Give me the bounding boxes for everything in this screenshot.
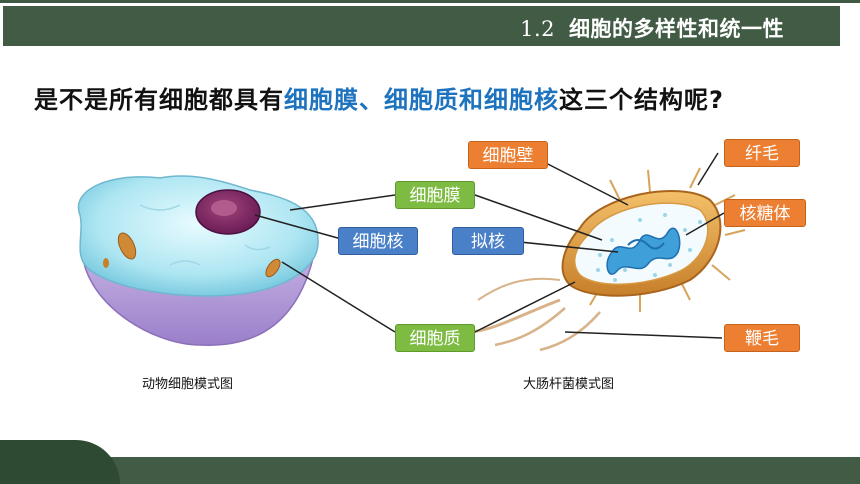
footer-bar [0,457,860,484]
animal-cell-caption: 动物细胞模式图 [142,377,234,392]
question-highlight: 细胞膜、细胞质和细胞核 [284,85,559,114]
label-ribosome: 核糖体 [724,199,806,227]
label-pili: 纤毛 [724,139,800,167]
connector-lines [254,152,725,339]
label-flagellum: 鞭毛 [724,324,800,352]
animal-cell-illustration [77,175,319,346]
footer-tab [0,440,120,484]
ecoli-caption: 大肠杆菌模式图 [523,377,615,392]
question-mark: ? [709,86,724,114]
label-cell-nucleus: 细胞核 [338,227,418,255]
label-cytoplasm: 细胞质 [395,324,475,352]
section-title: 1.2 细胞的多样性和统一性 [520,13,784,43]
question-text: 是不是所有细胞都具有细胞膜、细胞质和细胞核这三个结构呢? [34,80,724,115]
section-number: 1.2 [520,17,555,41]
top-frame-line [0,0,860,3]
header-bar: 1.2 细胞的多样性和统一性 [3,6,840,46]
section-title-text: 细胞的多样性和统一性 [569,17,784,41]
question-part-1: 是不是所有细胞都具有 [34,85,284,114]
question-part-2: 这三个结构呢 [559,85,709,114]
ecoli-illustration [469,167,746,352]
label-cell-membrane: 细胞膜 [395,181,475,209]
label-nucleoid: 拟核 [452,227,524,255]
label-cell-wall: 细胞壁 [468,141,548,169]
